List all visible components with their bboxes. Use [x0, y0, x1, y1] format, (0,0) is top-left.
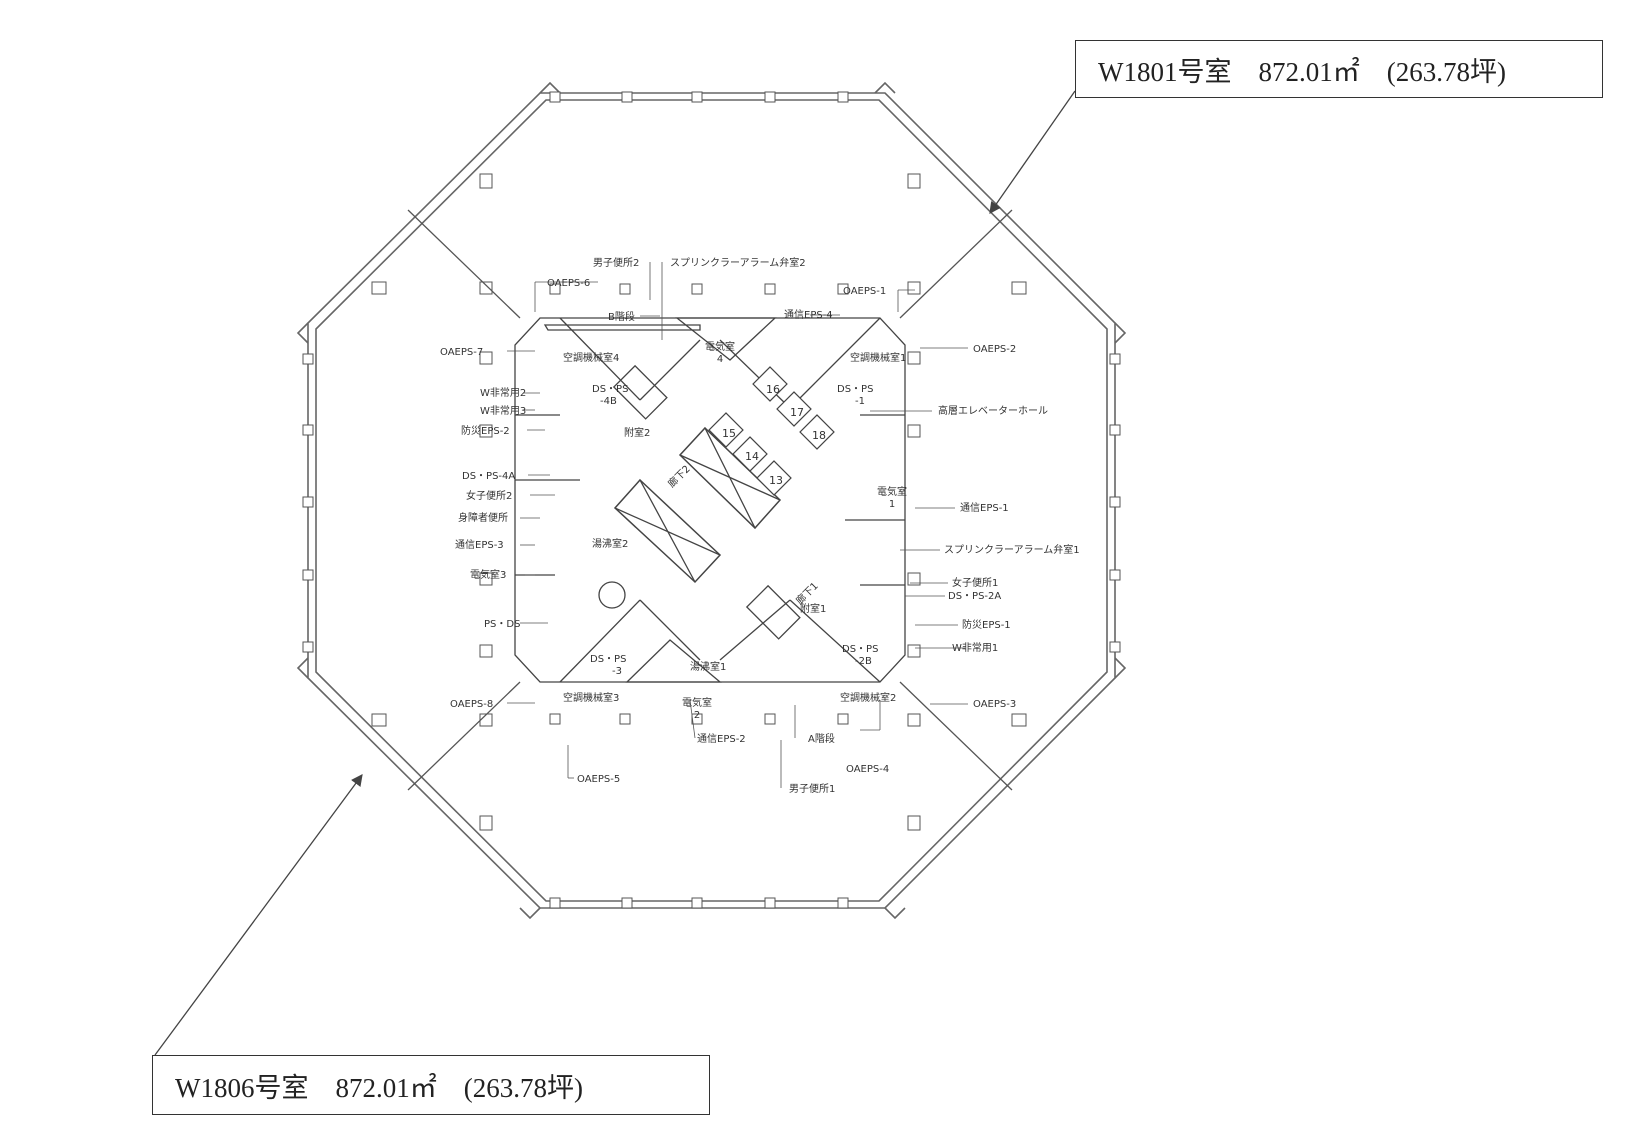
room-labels: 男子便所2 スプリンクラーアラーム弁室2 OAEPS-6 OAEPS-1 B階段…	[440, 256, 1080, 795]
label-bousai1: 防災EPS-1	[962, 618, 1011, 631]
label-kosou: 高層エレベーターホール	[938, 404, 1048, 417]
label-dsps4b1: DS・PS	[592, 384, 628, 395]
label-dsps3a: DS・PS	[590, 654, 626, 665]
label-tsushin3: 通信EPS-3	[455, 539, 504, 551]
elevator-14: 14	[745, 450, 759, 463]
label-dsps1a: DS・PS	[837, 384, 873, 395]
inner-wall	[315, 99, 1108, 902]
label-oaeps1: OAEPS-1	[843, 286, 886, 297]
callout-w1806-text: W1806号室 872.01㎡ (263.78坪)	[175, 1072, 583, 1103]
label-roka2: 廊下2	[665, 462, 693, 490]
label-joshi2: 女子便所2	[466, 489, 512, 502]
label-dsps2b2: -2B	[855, 656, 872, 667]
label-denki1a: 電気室	[877, 485, 907, 498]
label-oaeps5: OAEPS-5	[577, 774, 620, 785]
callout-w1806: W1806号室 872.01㎡ (263.78坪)	[152, 1055, 710, 1115]
label-tsushin2: 通信EPS-2	[697, 733, 746, 745]
label-oaeps3: OAEPS-3	[973, 699, 1016, 710]
label-dsps2a: DS・PS-2A	[948, 591, 1001, 602]
label-dsps1b: -1	[855, 396, 865, 407]
callout-arrow-top	[989, 90, 1076, 214]
elevator-cars	[708, 366, 835, 496]
label-oaeps2: OAEPS-2	[973, 344, 1016, 355]
label-oaeps7: OAEPS-7	[440, 347, 483, 358]
building-outline	[296, 81, 1127, 920]
elevator-17: 17	[790, 406, 804, 419]
label-dsps3b: -3	[612, 666, 622, 677]
label-whijo3: W非常用3	[480, 404, 526, 417]
label-whijo1: W非常用1	[952, 641, 998, 654]
label-kucho1: 空調機械室1	[850, 351, 906, 364]
core	[514, 317, 906, 683]
label-danshi1: 男子便所1	[789, 782, 835, 795]
label-yuto2: 湯沸室2	[592, 537, 628, 550]
label-sprinkler2: スプリンクラーアラーム弁室2	[670, 256, 806, 269]
label-dsps4a: DS・PS-4A	[462, 471, 515, 482]
label-roka1: 廊下1	[793, 579, 821, 607]
label-oaeps4: OAEPS-4	[846, 764, 889, 775]
label-tsushin1: 通信EPS-1	[960, 502, 1009, 514]
label-tsushin4: 通信EPS-4	[784, 309, 833, 321]
label-kucho3: 空調機械室3	[563, 691, 619, 704]
core-outline	[514, 317, 906, 683]
label-joshi1: 女子便所1	[952, 576, 998, 589]
callout-w1801: W1801号室 872.01㎡ (263.78坪)	[1075, 40, 1603, 98]
elevator-15: 15	[722, 427, 736, 440]
label-denki2a: 電気室	[682, 696, 712, 709]
callout-w1801-text: W1801号室 872.01㎡ (263.78坪)	[1098, 56, 1506, 87]
label-denki4b: 4	[717, 354, 723, 365]
label-denki2b: 2	[694, 710, 700, 721]
label-oaeps8: OAEPS-8	[450, 699, 493, 710]
label-denki1b: 1	[889, 499, 895, 510]
label-bousai2: 防災EPS-2	[461, 424, 510, 437]
label-kucho2: 空調機械室2	[840, 691, 896, 704]
label-akaidan: A階段	[808, 732, 835, 745]
elevator-13: 13	[769, 474, 783, 487]
label-denki3: 電気室3	[470, 568, 506, 581]
elevator-18: 18	[812, 429, 826, 442]
label-denki4a: 電気室	[705, 340, 735, 353]
label-whijo2: W非常用2	[480, 386, 526, 399]
columns	[302, 91, 1121, 909]
spiral-stair	[598, 581, 626, 609]
callout-arrow-bottom	[154, 774, 363, 1056]
label-oaeps6: OAEPS-6	[547, 278, 590, 289]
label-bkaidan: B階段	[608, 310, 635, 323]
room-partitions	[407, 209, 1013, 791]
label-shinsho: 身障者便所	[458, 511, 508, 524]
label-psds: PS・DS	[484, 619, 520, 630]
label-dsps4b2: -4B	[600, 396, 617, 407]
elevator-numbers: 16 17 18 15 14 13	[722, 383, 826, 487]
label-yuto1: 湯沸室1	[690, 660, 726, 673]
elevator-16: 16	[766, 383, 780, 396]
label-sprinkler1: スプリンクラーアラーム弁室1	[944, 543, 1080, 556]
label-dsps2b1: DS・PS	[842, 644, 878, 655]
leader-lines	[507, 262, 968, 788]
stair-b	[612, 364, 668, 420]
label-kucho4: 空調機械室4	[563, 351, 619, 364]
label-danshi2: 男子便所2	[593, 256, 639, 269]
label-fuzoku2: 附室2	[624, 426, 650, 439]
label-fuzoku1: 附室1	[800, 602, 826, 615]
stair-a	[745, 584, 801, 640]
